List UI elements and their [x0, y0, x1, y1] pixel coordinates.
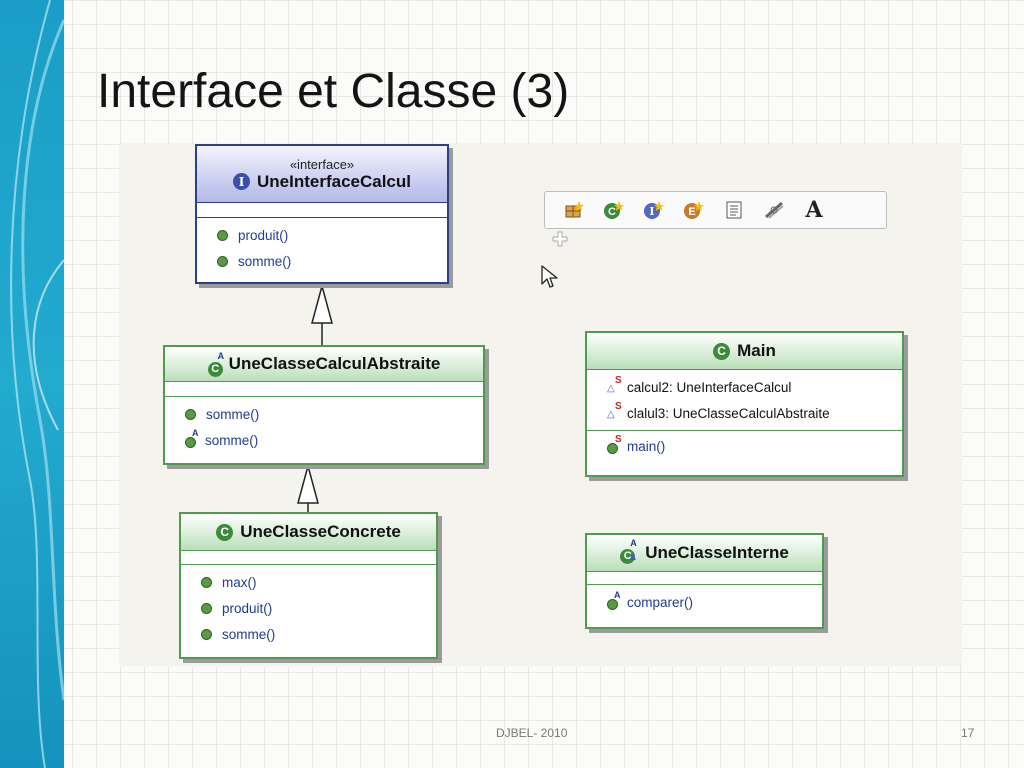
interface-header: «interface» I UneInterfaceCalcul [197, 146, 447, 203]
abstract-class-name: UneClasseCalculAbstraite [228, 354, 441, 373]
slide-page-number: 17 [961, 726, 975, 740]
concrete-class-name: UneClasseConcrete [240, 522, 401, 541]
public-method-icon [185, 408, 196, 420]
new-enum-icon[interactable]: E [681, 197, 707, 223]
inner-class-name: UneClasseInterne [645, 543, 789, 562]
abstract-method-icon: A [607, 590, 621, 610]
realization-arrow [311, 283, 333, 345]
static-field-icon: △S [607, 401, 622, 420]
interface-box-uneinterfacecalcul[interactable]: «interface» I UneInterfaceCalcul produit… [195, 144, 449, 284]
static-field-icon: △S [607, 375, 622, 394]
method-row[interactable]: S main() [607, 433, 902, 459]
inner-class-methods-section: A comparer() [587, 585, 822, 615]
static-method-icon: S [607, 434, 622, 454]
concrete-class-header: C UneClasseConcrete [181, 514, 436, 551]
main-class-header: C Main [587, 333, 902, 370]
class-box-uneclasseinterne[interactable]: C A ▲ UneClasseInterne A comparer() [585, 533, 824, 629]
diagram-canvas: C I E A «interface» I UneInterfaceCalcul [119, 143, 962, 666]
main-class-methods-section: S main() [587, 431, 902, 459]
palette-expand-icon[interactable] [552, 231, 568, 247]
left-decorative-band [0, 0, 64, 768]
class-box-uneclasseconcrete[interactable]: C UneClasseConcrete max() produit() somm… [179, 512, 438, 659]
abstract-class-header: C A UneClasseCalculAbstraite [165, 347, 483, 382]
inner-class-header: C A ▲ UneClasseInterne [587, 535, 822, 572]
main-class-attributes-section: △S calcul2: UneInterfaceCalcul △S clalul… [587, 370, 902, 431]
public-method-icon [201, 576, 212, 588]
diagram-palette-toolbar: C I E A [544, 191, 887, 229]
note-icon[interactable] [721, 197, 747, 223]
attribute-row[interactable]: △S clalul3: UneClasseCalculAbstraite [607, 401, 830, 421]
interface-stereotype: «interface» [289, 156, 355, 172]
svg-text:E: E [688, 206, 695, 218]
interface-icon: I [233, 173, 250, 190]
inner-class-icon: C A ▲ [620, 538, 638, 564]
method-row[interactable]: produit() [217, 222, 447, 248]
generalization-arrow [297, 463, 319, 512]
class-box-main[interactable]: C Main △S calcul2: UneInterfaceCalcul △S… [585, 331, 904, 477]
interface-methods-section: produit() somme() [197, 218, 447, 274]
new-interface-icon[interactable]: I [641, 197, 667, 223]
main-class-name: Main [737, 341, 776, 360]
class-icon: C [216, 523, 234, 541]
public-method-icon [201, 602, 212, 614]
method-row[interactable]: A comparer() [607, 589, 822, 615]
abstract-class-icon: C A [207, 351, 224, 377]
method-row[interactable]: somme() [185, 401, 483, 427]
interface-attributes-section [197, 203, 447, 218]
concrete-class-attributes-section [181, 551, 436, 565]
method-row[interactable]: somme() [217, 248, 447, 274]
public-method-icon [217, 255, 228, 267]
method-row[interactable]: produit() [201, 595, 436, 621]
inner-class-attributes-section [587, 572, 822, 585]
public-method-icon [217, 229, 228, 241]
slide-footer: DJBEL- 2010 [496, 726, 568, 740]
inheritance-arrows [297, 283, 333, 512]
interface-name: UneInterfaceCalcul [257, 171, 411, 191]
attribute-row[interactable]: △S calcul2: UneInterfaceCalcul [607, 375, 792, 395]
method-row[interactable]: A somme() [185, 427, 483, 453]
class-box-uneclassecalculabstraite[interactable]: C A UneClasseCalculAbstraite somme() A s… [163, 345, 485, 465]
class-icon: C [713, 342, 731, 360]
concrete-class-methods-section: max() produit() somme() [181, 565, 436, 647]
public-method-icon [201, 628, 212, 640]
abstract-class-attributes-section [165, 382, 483, 397]
svg-text:C: C [608, 206, 616, 218]
new-class-icon[interactable]: C [601, 197, 627, 223]
new-package-icon[interactable] [561, 197, 587, 223]
method-row[interactable]: max() [201, 569, 436, 595]
slide-title: Interface et Classe (3) [97, 65, 570, 118]
mouse-cursor-icon [541, 265, 558, 288]
association-icon[interactable] [761, 197, 787, 223]
abstract-method-icon: A [185, 428, 199, 448]
text-icon[interactable]: A [805, 197, 823, 223]
abstract-class-methods-section: somme() A somme() [165, 397, 483, 453]
svg-text:I: I [649, 205, 654, 218]
method-row[interactable]: somme() [201, 621, 436, 647]
